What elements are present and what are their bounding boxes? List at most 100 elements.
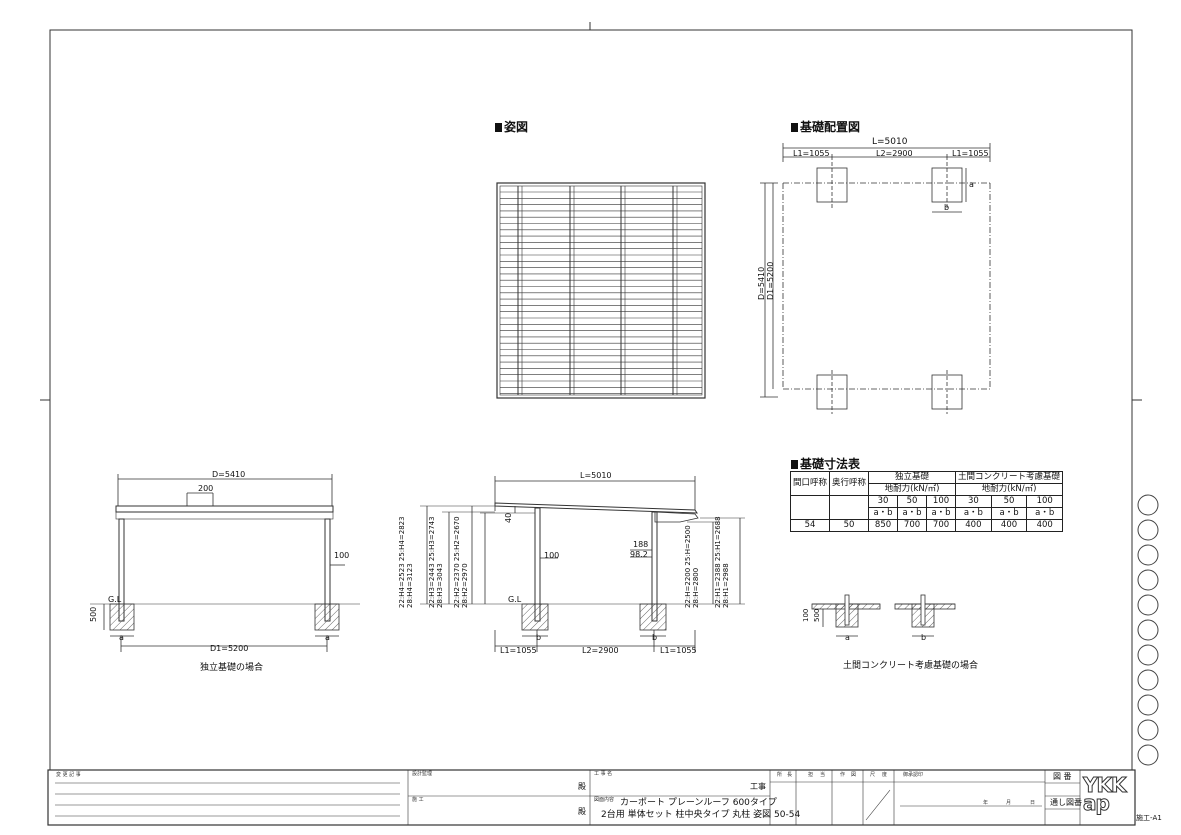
table-bearing-value: 30 [868,495,899,508]
tb-design-supervision: 設計監理 [412,771,433,777]
table-col-opening: 間口呼称 [789,471,831,496]
tb-col: 長 [787,772,793,778]
plan-dim-L1-left: L1=1055 [793,149,830,158]
table-bearing-value: 100 [1026,495,1064,508]
front-heights-left-mid: 22:H3=2443 25:H3=2743 28:H3=3043 [428,516,444,608]
table-bearing-value: 50 [897,495,928,508]
heading-foundation-layout: 基礎配置図 [791,118,860,135]
concrete-foundation-details [811,594,956,637]
tb-date-day: 日 [1030,800,1036,806]
heading-view: 姿図 [495,118,528,135]
table-bearing-value: 50 [990,495,1028,508]
tb-col: 所 [777,772,783,778]
tb-drawing-no: 図 番 [1053,772,1072,781]
table-row-depth: 50 [829,519,870,532]
front-dim-b-right: b [652,633,658,642]
concrete-dim-b: b [921,633,927,642]
concrete-caption: 土間コンクリート考慮基礎の場合 [843,661,979,671]
side-dim-200: 200 [198,484,214,493]
plan-dim-D: D=5410 [757,266,766,300]
front-dim-L: L=5010 [580,471,612,480]
plan-dim-D1: D1=5200 [766,261,775,300]
tb-change-record: 変 更 記 事 [56,772,81,778]
table-ab: a・b [868,507,899,520]
heading-square-icon [791,460,798,469]
table-ab: a・b [955,507,992,520]
side-dim-a-right: a [325,633,330,642]
table-ab: a・b [1026,507,1064,520]
table-row-value: 400 [955,519,992,532]
front-dim-188: 188 [633,540,649,549]
table-col-depth: 奥行呼称 [829,471,870,496]
table-ab: a・b [990,507,1028,520]
tb-dono-1: 殿 [578,782,586,791]
front-heights-right-inner: 22:H=2200 25:H=2500 28:H=2800 [684,525,700,608]
tb-col: 当 [820,772,826,778]
heading-view-text: 姿図 [504,120,529,134]
side-elevation-view [90,474,360,652]
front-elevation-view [420,476,745,652]
front-dim-L1-right: L1=1055 [660,646,697,655]
concrete-dim-500: 500 [813,608,821,622]
heading-foundation-table-text: 基礎寸法表 [800,457,861,471]
foundation-dimension-table: 間口呼称 奥行呼称 独立基礎 土間コンクリート考慮基礎 地耐力(kN/㎡) 地耐… [789,471,1064,532]
concrete-dim-100: 100 [802,608,810,622]
tb-date-year: 年 [983,800,989,806]
tb-col: 度 [882,772,888,778]
plan-dim-L2: L2=2900 [876,149,913,158]
table-blank [789,495,831,520]
front-dim-100: 100 [544,551,560,560]
tb-col: 図 [851,772,857,778]
heading-foundation-table: 基礎寸法表 [791,455,860,472]
side-dim-D: D=5410 [212,470,246,479]
plan-dim-b: b [944,203,950,212]
tb-approval: 御承認印 [903,772,924,778]
tb-drawing-line1: カーポート プレーンルーフ 600タイプ [620,798,777,808]
heading-square-icon [791,123,798,132]
concrete-dim-a: a [845,633,850,642]
side-dim-500: 500 [89,606,98,622]
front-dim-40: 40 [504,512,513,523]
tb-col: 尺 [870,772,876,778]
table-ab: a・b [926,507,957,520]
front-dim-L2: L2=2900 [582,646,619,655]
ykk-ap-logo: YKK ap [1083,773,1127,815]
front-dim-b-left: b [536,633,542,642]
table-row-value: 400 [990,519,1028,532]
table-ab: a・b [897,507,928,520]
tb-col: 作 [840,772,846,778]
tb-project-label: 工 事 名 [594,771,613,777]
front-heights-right-outer: 22:H1=2388 25:H1=2688 28:H1=2988 [714,516,730,608]
table-group-concrete: 土間コンクリート考慮基礎 [955,471,1064,484]
plan-dim-a: a [969,180,974,189]
tb-serial-no: 通し図番 [1050,798,1082,807]
front-heights-left-inner: 22:H2=2370 25:H2=2670 28:H2=2970 [453,516,469,608]
table-row-opening: 54 [789,519,831,532]
filing-holes [1137,494,1159,766]
table-blank [829,495,870,520]
front-heights-left-outer: 22:H4=2523 25:H4=2823 28:H4=3123 [398,516,414,608]
tb-drawing-content-label: 図面内容 [594,797,615,803]
side-dim-100: 100 [334,551,350,560]
table-bearing-value: 30 [955,495,992,508]
table-bearing-left: 地耐力(kN/㎡) [868,483,957,496]
front-dim-98: 98.2 [630,550,648,559]
front-gl: G.L [508,595,522,604]
sheet-frame [40,22,1142,826]
table-group-independent: 独立基礎 [868,471,957,484]
table-row-value: 700 [897,519,928,532]
side-gl: G.L [108,595,122,604]
tb-col: 担 [808,772,814,778]
table-bearing-value: 100 [926,495,957,508]
title-block-grid [55,770,1081,825]
plan-dim-L: L=5010 [872,137,908,147]
tb-date-month: 月 [1006,800,1012,806]
roof-plan-view [496,182,706,399]
heading-square-icon [495,123,502,132]
table-row: 54 50 850 700 700 400 400 400 [789,519,1064,532]
plan-dim-L1-right: L1=1055 [952,149,989,158]
tb-drawing-line2: 2台用 単体セット 柱中央タイプ 丸柱 姿図 50-54 [601,810,801,820]
front-dim-L1-left: L1=1055 [500,646,537,655]
tb-dono-2: 殿 [578,807,586,816]
